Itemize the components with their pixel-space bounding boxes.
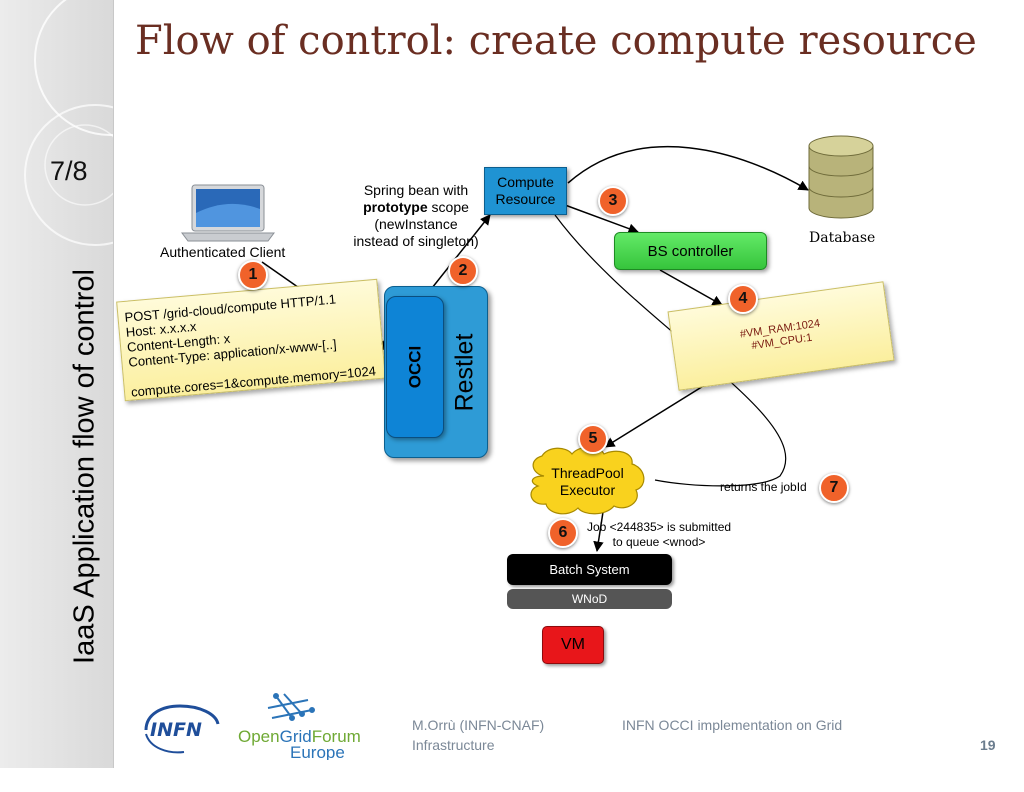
occi-node: OCCI bbox=[386, 296, 444, 438]
database-icon bbox=[808, 135, 874, 219]
spring-note-line2: prototype scope bbox=[340, 199, 492, 216]
wnod-node: WNoD bbox=[507, 589, 672, 609]
footer-author: M.Orrù (INFN-CNAF) bbox=[412, 717, 545, 733]
step-1-badge: 1 bbox=[238, 260, 268, 290]
job-label-line1: Job <244835> is submitted bbox=[586, 520, 732, 534]
step-2-badge: 2 bbox=[448, 256, 478, 286]
svg-text:OpenGridForum: OpenGridForum bbox=[238, 727, 361, 746]
spring-note-line4: instead of singleton) bbox=[353, 233, 479, 249]
job-label-line2: to queue <wnod> bbox=[612, 535, 706, 549]
threadpool-line1: ThreadPool bbox=[551, 465, 624, 481]
restlet-label: Restlet bbox=[450, 333, 479, 411]
spring-note-bold: prototype bbox=[363, 199, 428, 215]
arrow-note-to-threadpool bbox=[604, 379, 714, 448]
spring-note-rest: scope bbox=[427, 199, 469, 215]
slide-title: Flow of control: create compute resource bbox=[135, 18, 977, 64]
sidebar bbox=[0, 0, 186, 768]
client-label: Authenticated Client bbox=[160, 244, 286, 260]
threadpool-line2: Executor bbox=[559, 482, 616, 498]
arrow-bs-to-note bbox=[659, 269, 723, 306]
threadpool-cloud-shape bbox=[530, 446, 645, 515]
step-7-badge: 7 bbox=[819, 473, 849, 503]
footer-description-line2: Infrastructure bbox=[412, 737, 495, 753]
ogf-europe-logo: OpenGridForum Europe bbox=[238, 693, 361, 760]
vm-node: VM bbox=[542, 626, 604, 664]
ogf-logo-forum: Forum bbox=[312, 727, 361, 746]
ogf-logo-open: Open bbox=[238, 727, 280, 746]
job-submitted-label: Job <244835> is submitted to queue <wnod… bbox=[578, 520, 740, 550]
restlet-label-wrap: Restlet bbox=[445, 307, 485, 437]
curve-return-jobid bbox=[554, 214, 787, 487]
returns-jobid-label: returns the jobId bbox=[720, 480, 807, 494]
spring-note-line3: (newInstance bbox=[374, 216, 458, 232]
step-4-badge: 4 bbox=[728, 284, 758, 314]
step-6-badge: 6 bbox=[548, 518, 578, 548]
batch-system-node: Batch System bbox=[507, 554, 672, 585]
compute-resource-line1: Compute bbox=[497, 174, 554, 190]
footer-description-line1: INFN OCCI implementation on Grid bbox=[622, 717, 843, 733]
arrow-threadpool-to-batch bbox=[593, 511, 604, 553]
page-number: 19 bbox=[980, 737, 996, 753]
bs-controller-node: BS controller bbox=[614, 232, 767, 270]
compute-resource-node: Compute Resource bbox=[484, 167, 567, 215]
arrow-compute-to-database bbox=[567, 145, 809, 191]
compute-resource-line2: Resource bbox=[495, 191, 556, 207]
laptop-icon bbox=[181, 184, 275, 242]
spring-note-line1: Spring bean with bbox=[363, 182, 469, 198]
spring-bean-note: Spring bean with prototype scope (newIns… bbox=[340, 182, 492, 250]
infn-logo-text: INFN bbox=[150, 719, 202, 741]
threadpool-executor-node: ThreadPool Executor bbox=[530, 460, 645, 504]
step-3-badge: 3 bbox=[598, 186, 628, 216]
page-counter: 7/8 bbox=[50, 156, 88, 186]
arrow-compute-to-bs bbox=[564, 204, 639, 234]
ogf-logo-europe: Europe bbox=[290, 743, 345, 760]
arrow-restlet-to-compute bbox=[431, 214, 491, 289]
database-label: Database bbox=[809, 230, 876, 246]
infn-logo: INFN bbox=[144, 704, 220, 754]
occi-label: OCCI bbox=[405, 345, 424, 389]
ogf-logo-grid: Grid bbox=[280, 727, 312, 746]
step-5-badge: 5 bbox=[578, 424, 608, 454]
